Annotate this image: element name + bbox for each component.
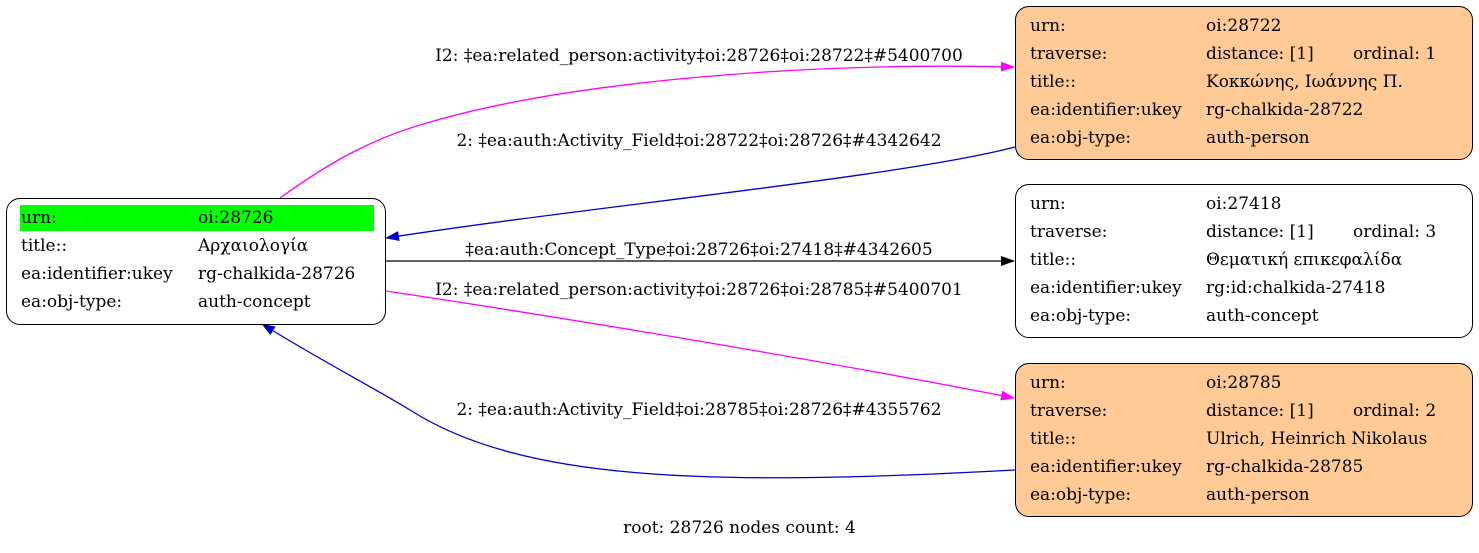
row-urn: urn: oi:28726 (7, 205, 385, 231)
row-title: title:: Αρχαιολογία (7, 233, 385, 259)
key-obj-type: ea:obj-type: (1030, 128, 1132, 148)
key-ukey: ea:identifier:ukey (21, 264, 173, 284)
value-urn: oi:27418 (1206, 194, 1282, 214)
value-title: Αρχαιολογία (198, 236, 309, 256)
value-ukey: rg-chalkida-28726 (198, 264, 356, 284)
row-obj-type: ea:obj-type: auth-person (1016, 482, 1472, 508)
edge-label-concept-type-27418: ‡ea:auth:Concept_Type‡oi:28726‡oi:27418‡… (465, 240, 932, 260)
row-obj-type: ea:obj-type: auth-concept (1016, 303, 1472, 329)
row-urn: urn: oi:28785 (1016, 370, 1472, 396)
row-title: title:: Θεματική επικεφαλίδα (1016, 247, 1472, 273)
edge-label-activity-field-28722: 2: ‡ea:auth:Activity_Field‡oi:28722‡oi:2… (456, 131, 941, 151)
value-title: Ulrich, Heinrich Nikolaus (1206, 429, 1428, 449)
row-traverse: traverse: distance: [1] ordinal: 3 (1016, 219, 1472, 245)
value-urn: oi:28726 (198, 208, 274, 228)
key-title: title:: (21, 236, 68, 256)
row-ukey: ea:identifier:ukey rg-chalkida-28722 (1016, 97, 1472, 123)
value-distance: distance: [1] (1206, 401, 1314, 421)
row-urn: urn: oi:28722 (1016, 13, 1472, 39)
key-urn: urn: (1030, 194, 1066, 214)
node-27418[interactable]: urn: oi:27418 traverse: distance: [1] or… (1015, 184, 1473, 338)
value-urn: oi:28785 (1206, 373, 1282, 393)
key-urn: urn: (21, 208, 57, 228)
edge-activity-field-28785 (261, 323, 1016, 479)
key-title: title:: (1030, 250, 1077, 270)
edge-label-related-person-28785: I2: ‡ea:related_person:activity‡oi:28726… (435, 280, 963, 300)
key-title: title:: (1030, 429, 1077, 449)
key-urn: urn: (1030, 373, 1066, 393)
key-traverse: traverse: (1030, 401, 1108, 421)
row-obj-type: ea:obj-type: auth-person (1016, 125, 1472, 151)
key-ukey: ea:identifier:ukey (1030, 457, 1182, 477)
node-28722[interactable]: urn: oi:28722 traverse: distance: [1] or… (1015, 6, 1473, 160)
row-ukey: ea:identifier:ukey rg-chalkida-28785 (1016, 454, 1472, 480)
value-distance: distance: [1] (1206, 44, 1314, 64)
value-obj-type: auth-concept (198, 292, 311, 312)
key-traverse: traverse: (1030, 222, 1108, 242)
value-ukey: rg:id:chalkida-27418 (1206, 278, 1386, 298)
row-ukey: ea:identifier:ukey rg-chalkida-28726 (7, 261, 385, 287)
row-ukey: ea:identifier:ukey rg:id:chalkida-27418 (1016, 275, 1472, 301)
key-traverse: traverse: (1030, 44, 1108, 64)
key-ukey: ea:identifier:ukey (1030, 100, 1182, 120)
value-urn: oi:28722 (1206, 16, 1282, 36)
edge-related-person-28722 (279, 61, 1015, 199)
value-ukey: rg-chalkida-28785 (1206, 457, 1364, 477)
value-ordinal: ordinal: 1 (1353, 44, 1437, 64)
value-title: Θεματική επικεφαλίδα (1206, 250, 1403, 270)
row-traverse: traverse: distance: [1] ordinal: 2 (1016, 398, 1472, 424)
edge-activity-field-28722 (385, 146, 1016, 241)
root-urn-value-highlight (194, 205, 374, 231)
value-obj-type: auth-person (1206, 485, 1310, 505)
row-urn: urn: oi:27418 (1016, 191, 1472, 217)
edge-label-activity-field-28785: 2: ‡ea:auth:Activity_Field‡oi:28785‡oi:2… (456, 400, 941, 420)
node-root-28726[interactable]: urn: oi:28726 title:: Αρχαιολογία ea:ide… (6, 198, 386, 325)
edge-label-related-person-28722: I2: ‡ea:related_person:activity‡oi:28726… (435, 46, 963, 66)
value-ordinal: ordinal: 3 (1353, 222, 1437, 242)
key-obj-type: ea:obj-type: (21, 292, 123, 312)
value-ukey: rg-chalkida-28722 (1206, 100, 1364, 120)
key-ukey: ea:identifier:ukey (1030, 278, 1182, 298)
row-title: title:: Ulrich, Heinrich Nikolaus (1016, 426, 1472, 452)
value-obj-type: auth-concept (1206, 306, 1319, 326)
key-obj-type: ea:obj-type: (1030, 306, 1132, 326)
row-obj-type: ea:obj-type: auth-concept (7, 289, 385, 315)
value-ordinal: ordinal: 2 (1353, 401, 1437, 421)
node-28785[interactable]: urn: oi:28785 traverse: distance: [1] or… (1015, 363, 1473, 517)
row-title: title:: Κοκκώνης, Ιωάννης Π. (1016, 69, 1472, 95)
row-traverse: traverse: distance: [1] ordinal: 1 (1016, 41, 1472, 67)
root-urn-key-highlight (20, 205, 197, 231)
edge-related-person-28785 (385, 290, 1015, 401)
graph-footer: root: 28726 nodes count: 4 (623, 518, 856, 538)
value-obj-type: auth-person (1206, 128, 1310, 148)
value-title: Κοκκώνης, Ιωάννης Π. (1206, 72, 1403, 92)
key-obj-type: ea:obj-type: (1030, 485, 1132, 505)
value-distance: distance: [1] (1206, 222, 1314, 242)
key-urn: urn: (1030, 16, 1066, 36)
key-title: title:: (1030, 72, 1077, 92)
